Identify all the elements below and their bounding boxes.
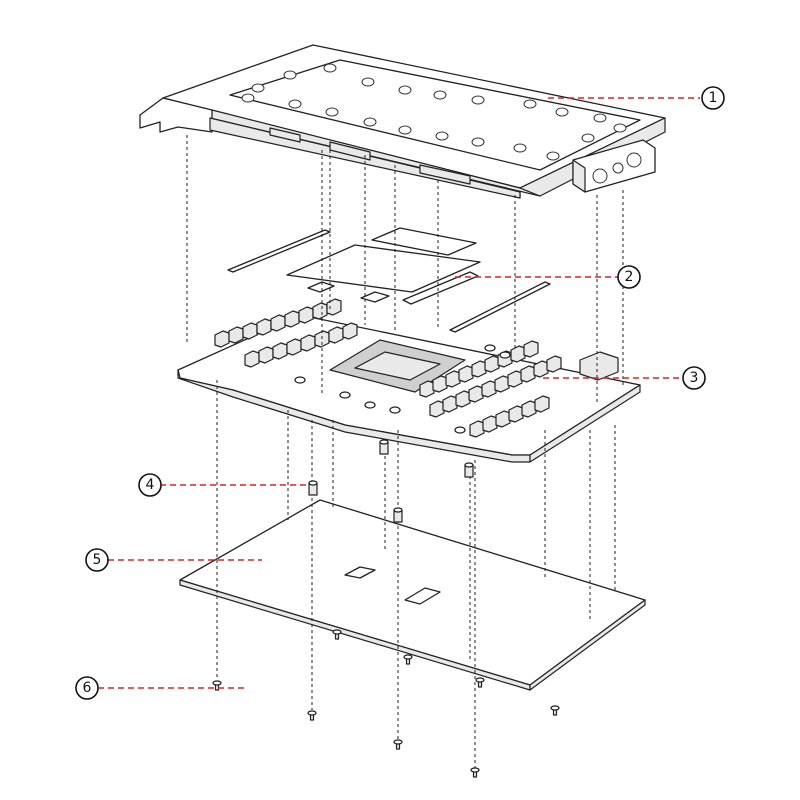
pcb-component <box>507 370 523 388</box>
mounting-hole <box>546 151 560 161</box>
pcb-component <box>298 306 314 324</box>
mounting-hole <box>325 107 339 117</box>
pcb-component <box>495 410 511 428</box>
callout-1-label: 1 <box>709 90 718 106</box>
pcb-component <box>286 338 302 356</box>
pcb-component <box>481 380 497 398</box>
pcb-component <box>214 330 230 348</box>
pcb-component <box>272 342 288 360</box>
pcb-component <box>508 405 524 423</box>
pcb-component <box>328 326 344 344</box>
pcb-component <box>482 415 498 433</box>
pcb-component <box>533 360 549 378</box>
pcb-component <box>429 400 445 418</box>
mounting-hole <box>323 63 337 73</box>
capacitor <box>339 391 351 399</box>
screw <box>393 739 403 750</box>
callout-1: 1 <box>701 86 725 110</box>
part-backplate <box>179 499 646 691</box>
callout-2: 2 <box>617 265 641 289</box>
pcb-component <box>484 355 500 373</box>
callout-5-label: 5 <box>93 552 102 568</box>
screw <box>475 677 485 688</box>
screw <box>332 629 342 640</box>
part-standoffs <box>308 439 474 523</box>
pcb-component <box>468 385 484 403</box>
callout-4: 4 <box>138 473 162 497</box>
pcb-component <box>494 375 510 393</box>
callout-6: 6 <box>75 676 99 700</box>
screw <box>307 710 317 721</box>
screw <box>470 767 480 778</box>
callout-6-label: 6 <box>83 680 92 696</box>
pcb-component <box>258 346 274 364</box>
mounting-hole <box>555 107 569 117</box>
mounting-hole <box>435 131 449 141</box>
pcb-component <box>419 380 435 398</box>
mounting-hole <box>398 85 412 95</box>
mounting-hole <box>593 113 607 123</box>
mounting-hole <box>513 143 527 153</box>
capacitor <box>484 344 496 352</box>
mounting-hole <box>471 95 485 105</box>
pcb-component <box>342 322 358 340</box>
part-pcb <box>177 298 641 463</box>
callout-3: 3 <box>682 366 706 390</box>
mounting-hole <box>471 137 485 147</box>
mounting-hole <box>288 99 302 109</box>
pcb-component <box>455 390 471 408</box>
mounting-hole <box>398 125 412 135</box>
pcb-component <box>510 345 526 363</box>
pcb-component <box>300 334 316 352</box>
callout-4-label: 4 <box>146 477 155 493</box>
mounting-hole <box>241 93 255 103</box>
pcb-component <box>270 314 286 332</box>
pcb-component <box>458 365 474 383</box>
pcb-component <box>442 395 458 413</box>
pcb-component <box>471 360 487 378</box>
mounting-hole <box>433 90 447 100</box>
mounting-hole <box>523 99 537 109</box>
pcb-component <box>228 326 244 344</box>
callout-3-label: 3 <box>690 370 699 386</box>
capacitor <box>499 351 511 359</box>
pcb-component <box>242 322 258 340</box>
part-thermal-pads <box>227 227 551 333</box>
pcb-component <box>256 318 272 336</box>
part-screws <box>212 629 560 778</box>
pcb-component <box>520 365 536 383</box>
pcb-component <box>312 302 328 320</box>
mounting-hole <box>613 123 627 133</box>
pcb-component <box>523 340 539 358</box>
pcb-component <box>326 298 342 316</box>
pcb-component <box>521 400 537 418</box>
capacitor <box>364 401 376 409</box>
pcb-component <box>432 375 448 393</box>
capacitor <box>454 426 466 434</box>
mounting-hole <box>581 133 595 143</box>
assembly-guide-lines <box>186 135 624 770</box>
callout-2-label: 2 <box>625 269 634 285</box>
capacitor <box>389 406 401 414</box>
pcb-component <box>284 310 300 328</box>
callout-leaders <box>98 97 700 689</box>
screw <box>550 705 560 716</box>
pcb-component <box>546 355 562 373</box>
pcb-component <box>534 395 550 413</box>
mounting-hole <box>283 70 297 80</box>
screw <box>212 680 222 691</box>
screw <box>403 654 413 665</box>
pcb-component <box>469 420 485 438</box>
capacitor <box>294 376 306 384</box>
pcb-component <box>244 350 260 368</box>
mounting-hole <box>361 77 375 87</box>
mounting-hole <box>363 117 377 127</box>
pcb-component <box>445 370 461 388</box>
callout-5: 5 <box>85 548 109 572</box>
part-waterblock <box>139 44 666 199</box>
mounting-hole <box>251 83 265 93</box>
